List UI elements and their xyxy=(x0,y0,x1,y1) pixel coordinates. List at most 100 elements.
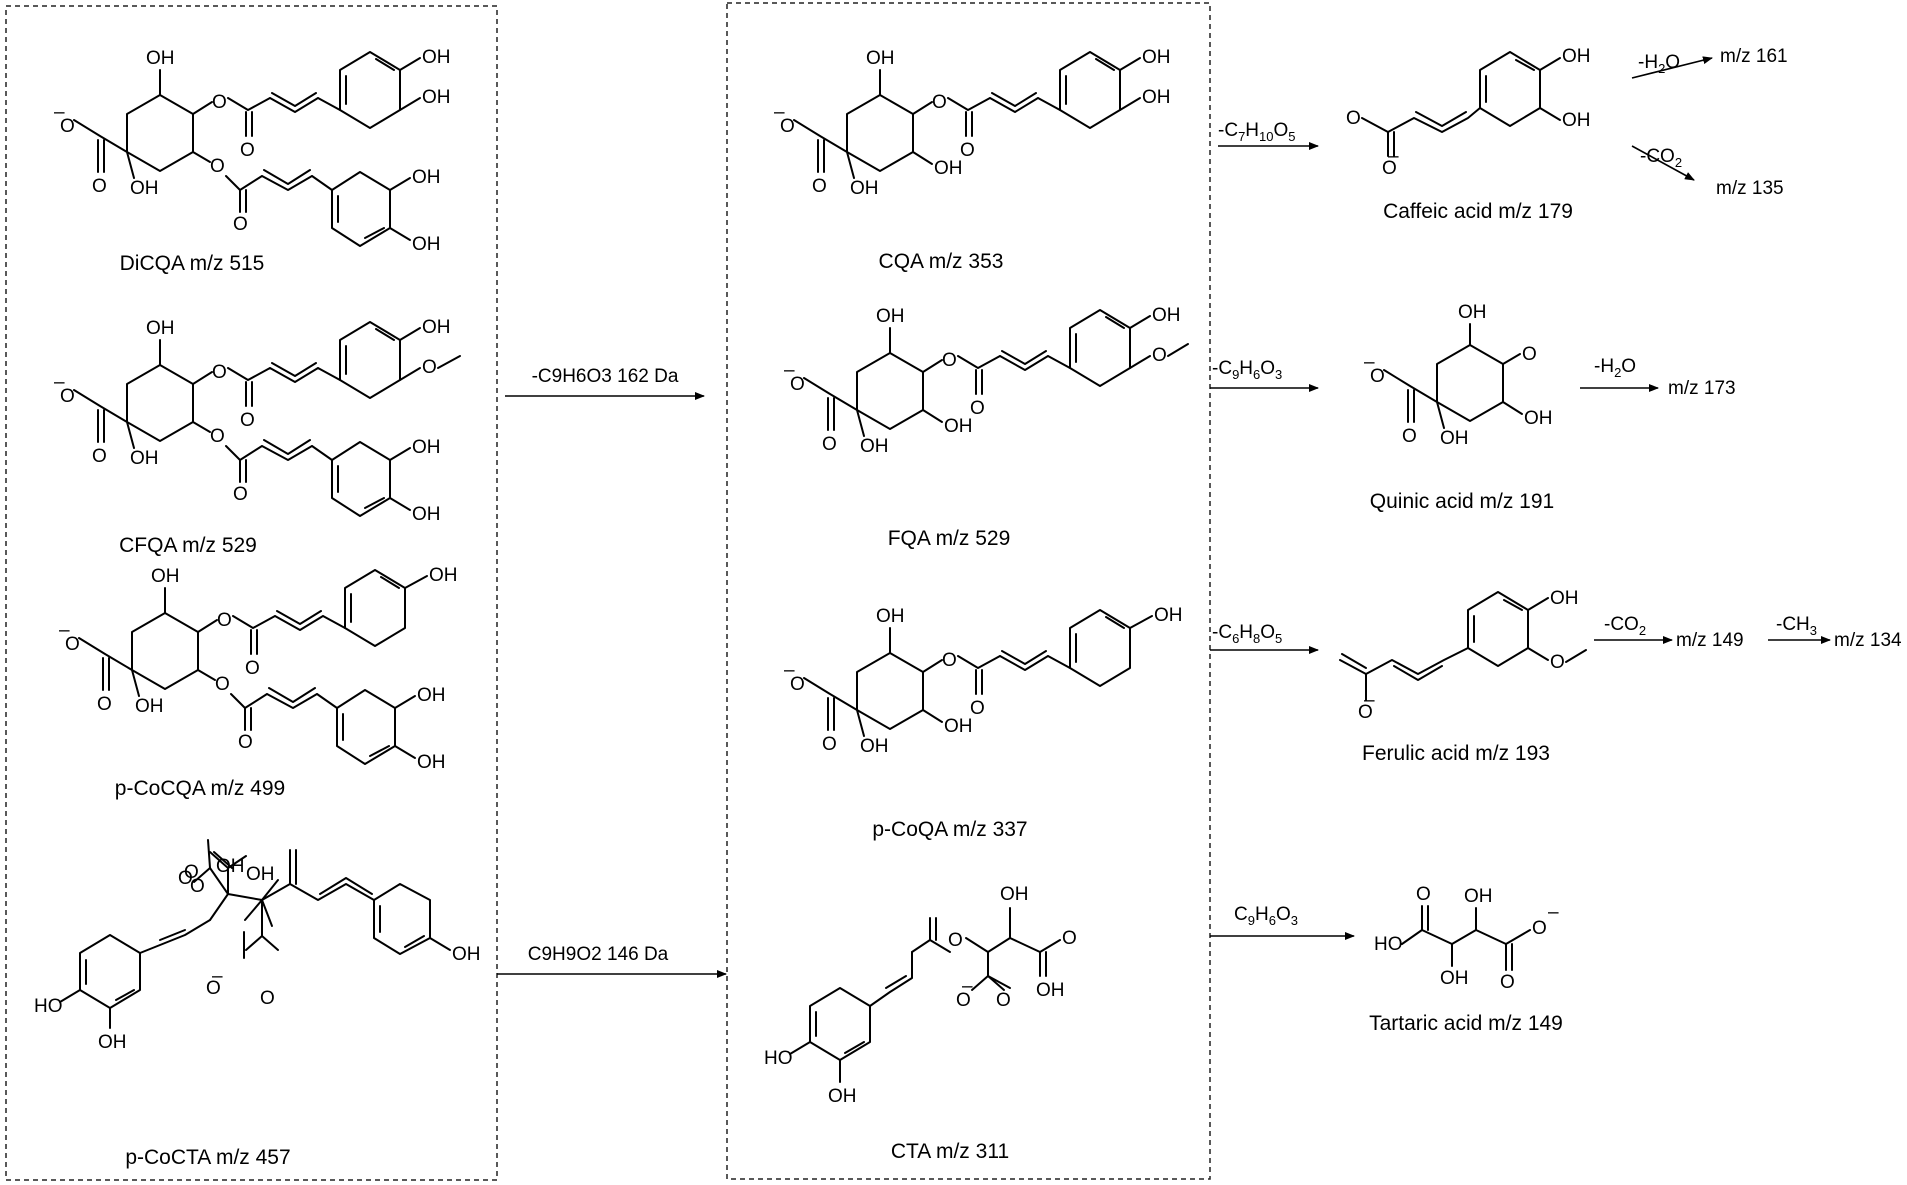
o-label: O xyxy=(1550,652,1565,673)
minus-sign: – xyxy=(774,102,785,123)
oh-label: OH xyxy=(216,856,245,877)
oh-label: OH xyxy=(130,448,159,469)
oh-label: OH xyxy=(146,318,175,339)
o-label: O xyxy=(1522,344,1537,365)
oh-label: OH xyxy=(1152,305,1181,326)
o-label: O xyxy=(233,214,248,235)
oh-label: OH xyxy=(1464,886,1493,907)
dicqa-structure: OH O O OH OH O O OH OH O – O OH xyxy=(54,47,451,255)
o-label: O xyxy=(1062,928,1077,949)
o-label: O xyxy=(932,92,947,113)
o-label: O xyxy=(60,386,75,407)
o-label: O xyxy=(812,176,827,197)
oh-label: OH xyxy=(1142,47,1171,68)
o-label: O xyxy=(178,868,193,889)
quinic-acid-structure: OH O OH O – O OH xyxy=(1364,302,1553,449)
oh-label: OH xyxy=(1440,428,1469,449)
minus-sign: – xyxy=(54,372,65,393)
oh-label: OH xyxy=(860,736,889,757)
cta-label: CTA m/z 311 xyxy=(891,1140,1009,1163)
oh-label: OH xyxy=(1000,884,1029,905)
oh-label: OH xyxy=(1562,110,1591,131)
o-label: O xyxy=(217,610,232,631)
minus-sign: – xyxy=(1364,690,1375,711)
loss-label-tartaric: C9H6O3 xyxy=(1234,904,1298,928)
o-label: O xyxy=(1358,702,1373,723)
o-label: O xyxy=(92,176,107,197)
caffeic-acid-label: Caffeic acid m/z 179 xyxy=(1383,200,1573,223)
o-label: O xyxy=(212,362,227,383)
o-label: O xyxy=(65,634,80,655)
quinic-acid-label: Quinic acid m/z 191 xyxy=(1370,490,1554,513)
loss-label-top: -C9H6O3 162 Da xyxy=(532,366,679,387)
oh-label: OH xyxy=(412,167,441,188)
minus-sign: – xyxy=(784,360,795,381)
o-label: O xyxy=(956,990,971,1011)
oh-label: OH xyxy=(934,158,963,179)
oh-label: OH xyxy=(1142,87,1171,108)
o-label: O xyxy=(238,732,253,753)
minus-sign: – xyxy=(212,966,223,987)
minus-sign: – xyxy=(1548,902,1559,923)
p-coqa-label: p-CoQA m/z 337 xyxy=(872,818,1027,841)
o-label: O xyxy=(970,698,985,719)
oh-label: OH xyxy=(422,47,451,68)
loss-label-caffeic: -C7H10O5 xyxy=(1218,120,1296,144)
o-label: O xyxy=(790,674,805,695)
oh-label: OH xyxy=(1154,605,1183,626)
o-label: O xyxy=(1346,108,1361,129)
o-label: O xyxy=(92,446,107,467)
p-cocqa-label: p-CoCQA m/z 499 xyxy=(115,777,285,800)
o-label: O xyxy=(1152,345,1167,366)
oh-label: OH xyxy=(876,306,905,327)
minus-sign: – xyxy=(59,620,70,641)
minus-sign: – xyxy=(1388,146,1399,167)
product-161-label: m/z 161 xyxy=(1720,46,1788,67)
o-label: O xyxy=(1416,884,1431,905)
oh-label: OH xyxy=(850,178,879,199)
loss-label-bottom: C9H9O2 146 Da xyxy=(528,944,669,965)
minus-sign: – xyxy=(1364,352,1375,373)
loss-label-co2-135: -CO2 xyxy=(1640,146,1682,170)
loss-label-co2-149: -CO2 xyxy=(1604,614,1646,638)
ho-label: HO xyxy=(34,996,63,1017)
oh-label: OH xyxy=(1458,302,1487,323)
product-135-label: m/z 135 xyxy=(1716,178,1784,199)
arrow-caffeic-to-161 xyxy=(1631,56,1713,79)
caffeic-acid-structure: O O – OH OH xyxy=(1346,46,1591,179)
o-label: O xyxy=(245,658,260,679)
oh-label: OH xyxy=(412,437,441,458)
o-label: O xyxy=(960,140,975,161)
oh-label: OH xyxy=(151,566,180,587)
fqa-structure: OH O O OH O OH O – O OH xyxy=(784,305,1189,457)
loss-label-ferulic: -C6H8O5 xyxy=(1212,622,1282,646)
o-label: O xyxy=(422,357,437,378)
o-label: O xyxy=(97,694,112,715)
oh-label: OH xyxy=(422,317,451,338)
oh-label: OH xyxy=(98,1032,127,1053)
o-label: O xyxy=(210,426,225,447)
ho-label: HO xyxy=(1374,934,1403,955)
ferulic-acid-structure: O – OH O xyxy=(1339,588,1587,723)
p-cocqa-structure: OH O O OH O O OH OH O – O OH xyxy=(59,565,458,773)
o-label: O xyxy=(942,350,957,371)
oh-label: OH xyxy=(944,416,973,437)
product-173-label: m/z 173 xyxy=(1668,378,1736,399)
ho-label: HO xyxy=(764,1048,793,1069)
oh-label: OH xyxy=(1524,408,1553,429)
cfqa-label: CFQA m/z 529 xyxy=(119,534,257,557)
oh-label: OH xyxy=(246,864,275,885)
o-label: O xyxy=(1532,918,1547,939)
oh-label: OH xyxy=(417,685,446,706)
oh-label: OH xyxy=(422,87,451,108)
o-label: O xyxy=(790,374,805,395)
o-label: O xyxy=(822,434,837,455)
o-label: O xyxy=(210,156,225,177)
p-cocta-label: p-CoCTA m/z 457 xyxy=(125,1146,290,1169)
oh-label: OH xyxy=(828,1086,857,1107)
oh-label: OH xyxy=(1562,46,1591,67)
o-label: O xyxy=(212,92,227,113)
oh-label: OH xyxy=(860,436,889,457)
dicqa-label: DiCQA m/z 515 xyxy=(120,252,265,275)
o-label: O xyxy=(260,988,275,1009)
